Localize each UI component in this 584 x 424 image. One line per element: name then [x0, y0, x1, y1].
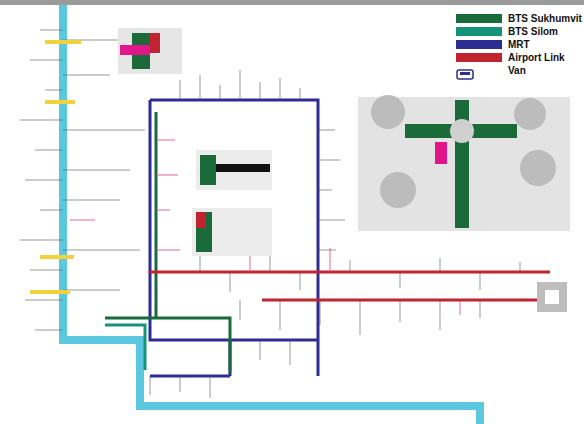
legend-label: Airport Link [508, 52, 565, 63]
legend-swatch [456, 53, 502, 62]
inset-marker [196, 212, 206, 228]
legend-label: BTS Silom [508, 26, 558, 37]
inset-station [200, 155, 216, 185]
inset-exit [380, 172, 416, 208]
mrt-line [150, 100, 318, 376]
legend-label: BTS Sukhumvit [508, 13, 582, 24]
yellow-markers [30, 40, 81, 294]
legend-label: MRT [508, 39, 530, 50]
inset-exit [520, 150, 556, 186]
legend-label: Van [508, 65, 526, 76]
inset-panel [192, 208, 272, 256]
legend-row: MRT [456, 38, 580, 51]
airport-terminal-core [545, 290, 559, 304]
legend-swatch [456, 27, 502, 36]
inset-station [196, 212, 212, 252]
inset-marker [150, 33, 160, 53]
inset-junction [450, 119, 474, 143]
inset-panel [196, 150, 272, 190]
legend: BTS SukhumvitBTS SilomMRT Airport LinkVan [456, 12, 580, 77]
top-border [0, 0, 584, 5]
legend-swatch [456, 66, 502, 75]
legend-row: BTS Silom [456, 25, 580, 38]
van-icon-body [457, 70, 473, 79]
airport-terminal [537, 282, 567, 312]
legend-row: Airport Link [456, 51, 580, 64]
inset-road [216, 164, 270, 172]
legend-swatch [456, 40, 502, 49]
bts-silom-line [105, 325, 145, 370]
inset-link [120, 45, 150, 55]
inset-panel [118, 28, 182, 74]
airport-link-line [150, 272, 560, 300]
inset-exit [371, 95, 405, 129]
van-icon-window [460, 72, 470, 75]
legend-row: Van [456, 64, 580, 77]
legend-swatch [456, 14, 502, 23]
van-icon [456, 69, 502, 80]
legend-row: BTS Sukhumvit [456, 12, 580, 25]
inset-marker [435, 142, 447, 164]
inset-exit [514, 98, 546, 130]
